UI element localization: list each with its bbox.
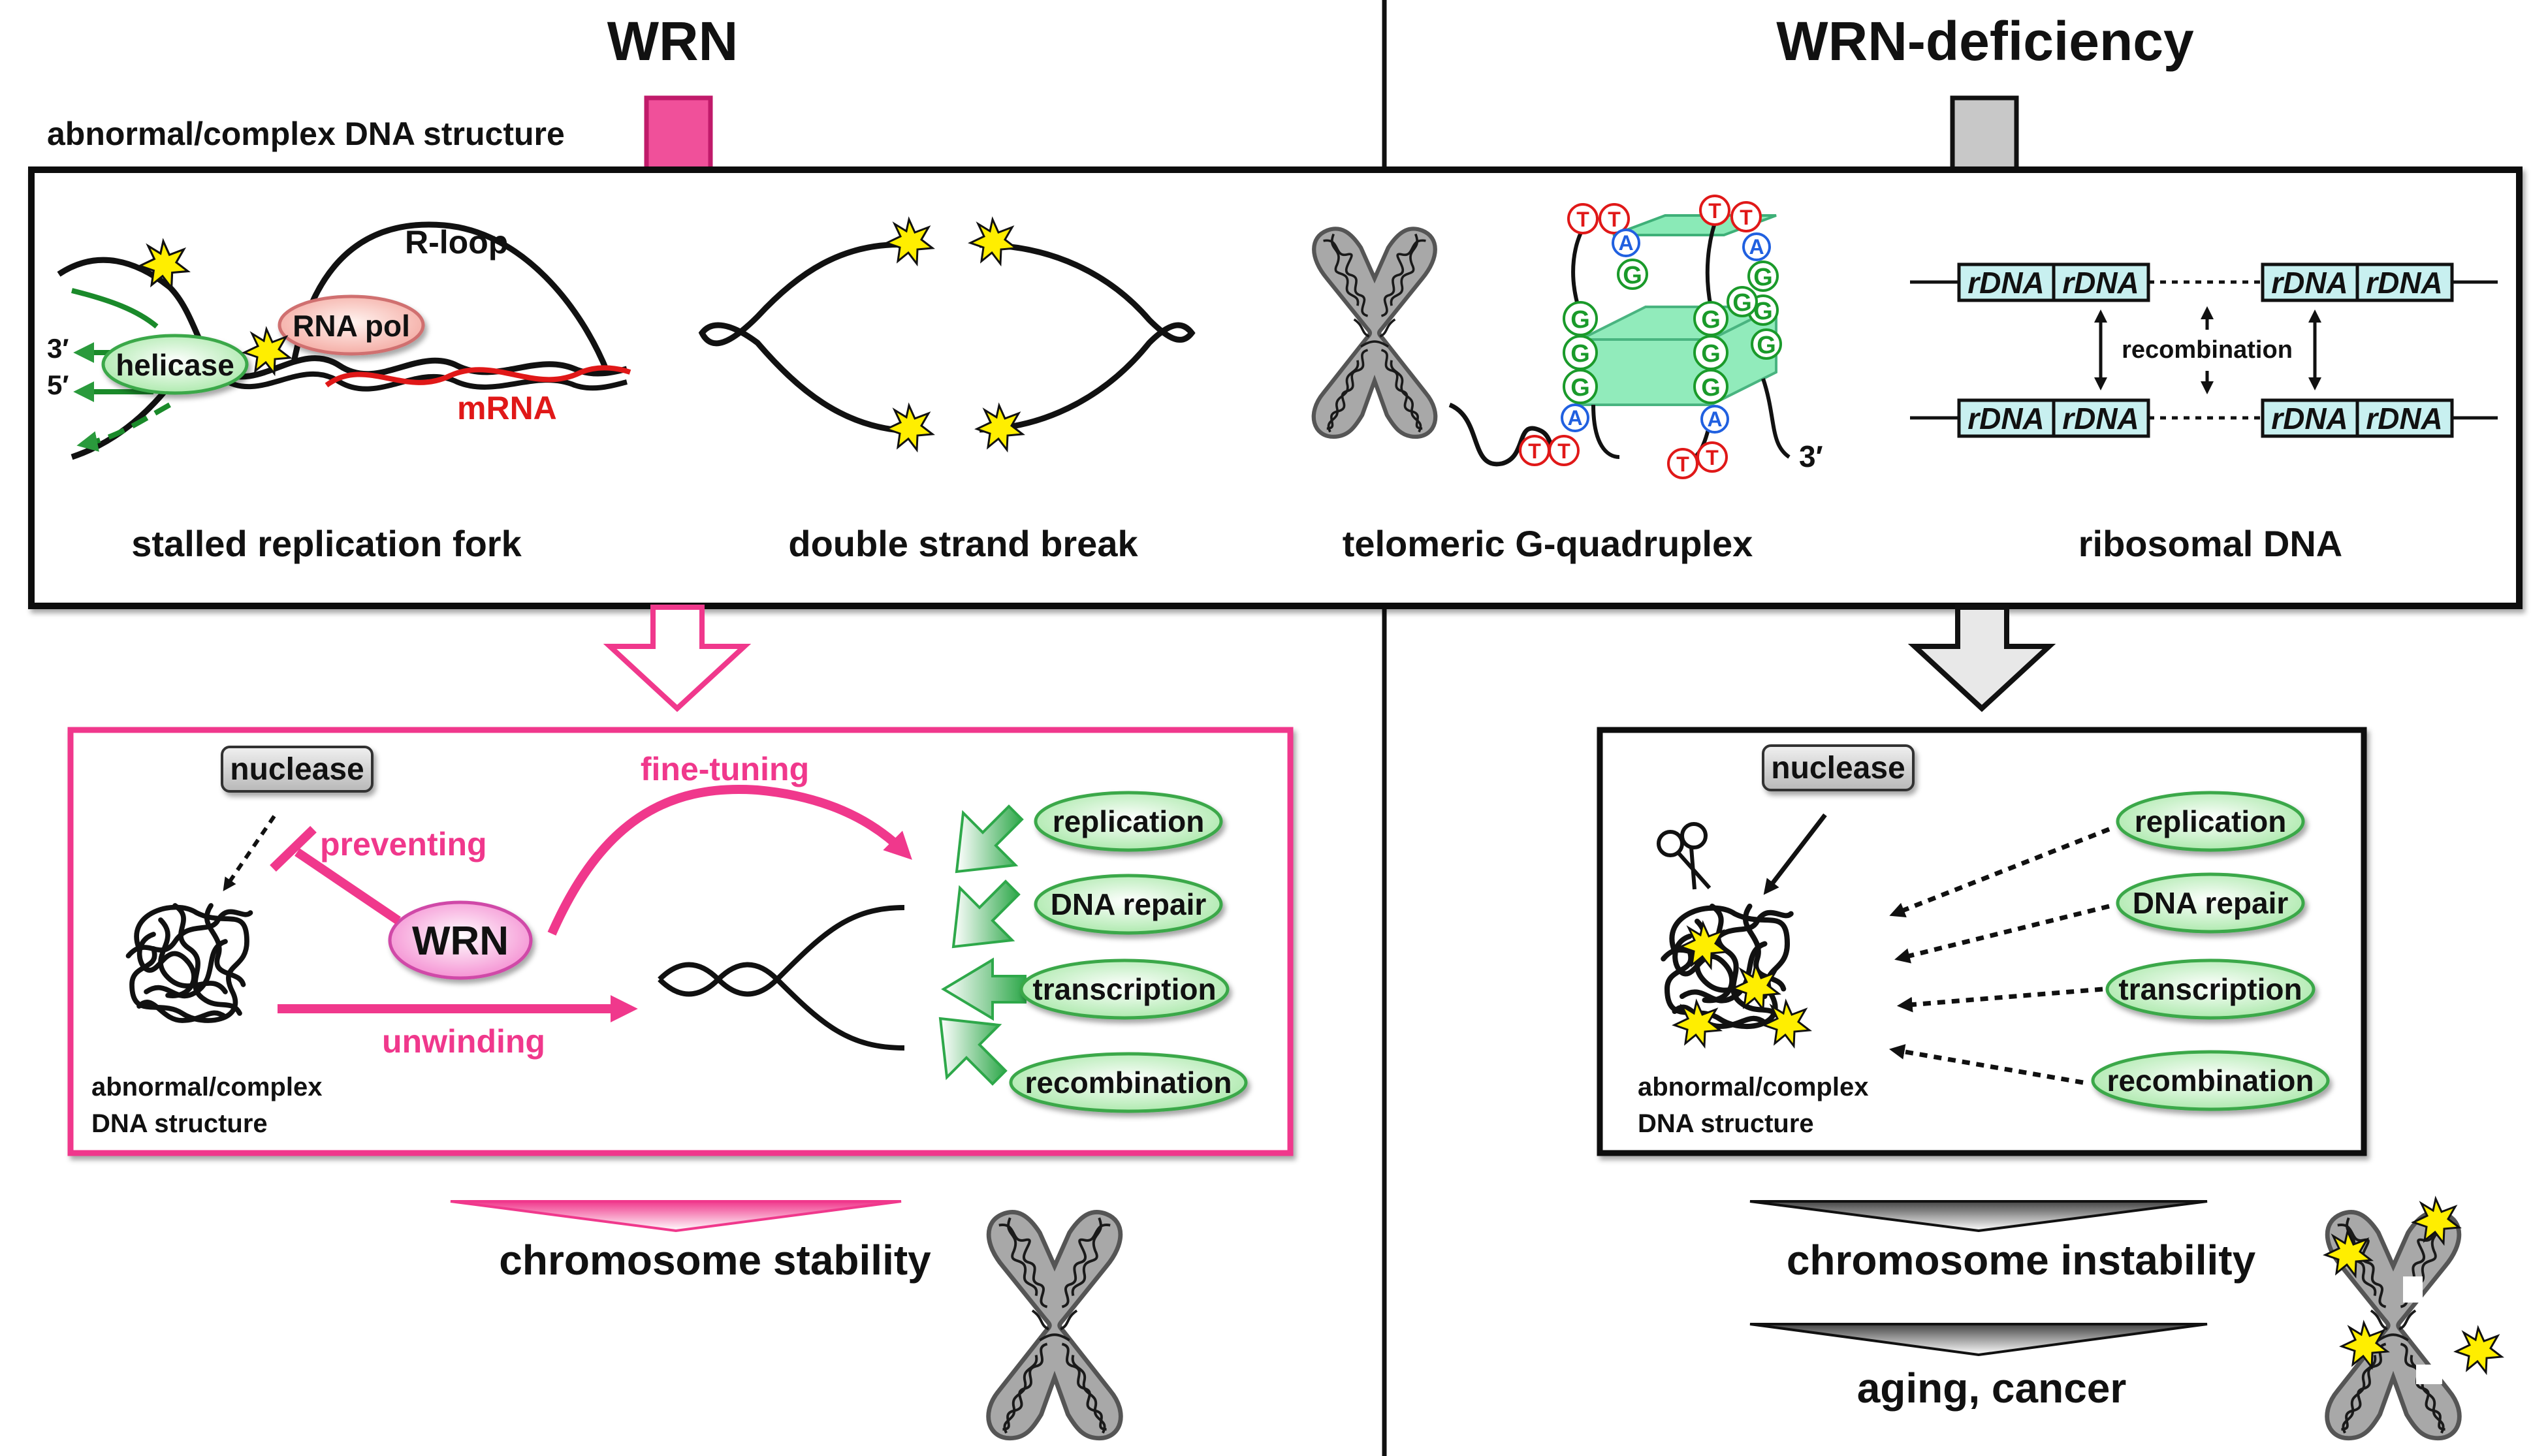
- rdna-unit: rDNA: [2366, 266, 2443, 300]
- g-quadruplex-diagram: T T T T T T T T A A: [1314, 195, 1823, 479]
- double-strand-break-diagram: [698, 218, 1196, 451]
- nuclease-label-wrn: nuclease: [230, 752, 364, 787]
- nuclease-box-deficiency: [1762, 744, 1915, 791]
- gq-3prime-label: 3′: [1799, 439, 1823, 473]
- dotted-failed-arrows: [1888, 827, 2110, 1085]
- helicase-label: helicase: [116, 348, 234, 382]
- wrn-process-list: replication DNA repair transcription rec…: [1009, 791, 1248, 1113]
- fork-split-upper: [658, 905, 905, 997]
- svg-text:T: T: [1557, 439, 1570, 463]
- mrna-label: mRNA: [457, 390, 557, 426]
- process-transcription-def: transcription: [2118, 972, 2302, 1006]
- rdna-unit: rDNA: [1967, 266, 2045, 300]
- svg-text:T: T: [1740, 206, 1753, 229]
- outcome-chromosome-stability: chromosome stability: [499, 1237, 931, 1284]
- svg-text:T: T: [1706, 446, 1719, 469]
- broken-chromosome-icon: [2324, 1197, 2503, 1438]
- svg-text:T: T: [1608, 208, 1621, 231]
- nuclease-box-wrn: [221, 746, 374, 793]
- outcome-chromosome-instability: chromosome instability: [1787, 1237, 2256, 1284]
- process-dna-repair-def: DNA repair: [2133, 886, 2289, 920]
- rdna-unit: rDNA: [1967, 402, 2045, 435]
- nuclease-dotted-arrow-wrn: [223, 815, 276, 892]
- gq-g-bases: G G G G G G G G G G G: [1563, 259, 1782, 404]
- title-wrn: WRN: [607, 10, 739, 72]
- title-wrn-deficiency: WRN-deficiency: [1776, 10, 2194, 72]
- caption-stalled-fork: stalled replication fork: [131, 523, 522, 564]
- gq-a-bases: A A A A: [1561, 229, 1771, 434]
- gray-outcome-wedge-2: [1749, 1323, 2208, 1357]
- fork-5prime-label: 5′: [47, 370, 69, 400]
- svg-text:G: G: [1701, 340, 1721, 368]
- svg-text:T: T: [1676, 452, 1689, 476]
- nuclease-solid-arrow: [1763, 813, 1827, 895]
- svg-text:G: G: [1701, 374, 1721, 402]
- svg-text:G: G: [1701, 306, 1721, 334]
- unwinding-label: unwinding: [382, 1023, 545, 1060]
- pink-outcome-wedge: [450, 1200, 902, 1233]
- rdna-unit: rDNA: [2271, 266, 2348, 300]
- structure-line1-wrn: abnormal/complex: [91, 1073, 322, 1101]
- gray-down-arrow: [1907, 605, 2056, 712]
- svg-text:T: T: [1708, 199, 1721, 223]
- svg-text:G: G: [1757, 332, 1776, 359]
- svg-text:A: A: [1749, 235, 1764, 259]
- process-recombination-wrn: recombination: [1025, 1066, 1232, 1100]
- process-replication-wrn: replication: [1053, 804, 1205, 838]
- rdna-unit: rDNA: [2366, 402, 2443, 435]
- process-transcription-wrn: transcription: [1032, 972, 1216, 1006]
- replication-fork-diagram: helicase RNA pol R-loop mRNA 3′ 5′: [47, 221, 631, 460]
- pink-down-arrow: [603, 605, 752, 712]
- process-recombination-def: recombination: [2107, 1064, 2314, 1098]
- svg-text:G: G: [1623, 262, 1642, 289]
- gray-entry-block: [1950, 95, 2019, 172]
- rdna-unit: rDNA: [2062, 266, 2139, 300]
- nuclease-label-deficiency: nuclease: [1771, 751, 1905, 785]
- svg-text:A: A: [1707, 407, 1722, 431]
- preventing-label: preventing: [320, 826, 487, 863]
- fork-split-lower: [658, 962, 905, 1051]
- pink-entry-block: [644, 95, 713, 172]
- green-process-arrows: [938, 804, 1027, 1086]
- wrn-oval-label: WRN: [412, 919, 509, 964]
- svg-text:T: T: [1576, 208, 1589, 231]
- svg-text:G: G: [1570, 306, 1590, 334]
- rna-pol-label: RNA pol: [293, 309, 410, 343]
- structure-line2-deficiency: DNA structure: [1638, 1109, 1814, 1138]
- preventing-inhibit-bar: [270, 825, 317, 872]
- process-replication-def: replication: [2135, 804, 2287, 838]
- svg-text:G: G: [1570, 374, 1590, 402]
- rdna-recombination-label: recombination: [2122, 336, 2293, 364]
- caption-g-quadruplex: telomeric G-quadruplex: [1343, 523, 1753, 564]
- caption-dsb: double strand break: [788, 523, 1138, 564]
- svg-text:A: A: [1567, 406, 1582, 430]
- outcome-aging-cancer: aging, cancer: [1857, 1365, 2127, 1412]
- scissors-icon: [1657, 822, 1712, 890]
- top-structure-label: abnormal/complex DNA structure: [47, 116, 565, 152]
- ribosomal-dna-diagram: rDNA rDNA rDNA rDNA rDNA rDNA rDNA rDNA …: [1910, 262, 2498, 438]
- r-loop-label: R-loop: [405, 224, 508, 261]
- preventing-inhibit-line: [295, 848, 401, 925]
- structure-line2-wrn: DNA structure: [91, 1109, 268, 1138]
- gq-t-bases: T T T T T T T T: [1519, 195, 1762, 479]
- chromosome-icon-stable: [989, 1212, 1121, 1438]
- fine-tuning-arrow: [547, 785, 912, 936]
- rdna-unit: rDNA: [2062, 402, 2139, 435]
- fork-3prime-label: 3′: [47, 333, 69, 364]
- svg-text:G: G: [1732, 289, 1752, 317]
- rdna-unit: rDNA: [2271, 402, 2348, 435]
- wrn-oval: [388, 900, 533, 980]
- caption-ribosomal-dna: ribosomal DNA: [2078, 523, 2343, 564]
- fine-tuning-label: fine-tuning: [641, 751, 809, 787]
- process-dna-repair-wrn: DNA repair: [1051, 887, 1207, 921]
- svg-text:T: T: [1528, 439, 1541, 463]
- structure-line1-deficiency: abnormal/complex: [1638, 1073, 1868, 1101]
- svg-text:G: G: [1570, 340, 1590, 368]
- deficiency-process-list: replication DNA repair transcription rec…: [2091, 791, 2330, 1111]
- svg-text:G: G: [1753, 264, 1773, 291]
- svg-text:A: A: [1618, 231, 1633, 255]
- gray-outcome-wedge-1: [1749, 1200, 2208, 1233]
